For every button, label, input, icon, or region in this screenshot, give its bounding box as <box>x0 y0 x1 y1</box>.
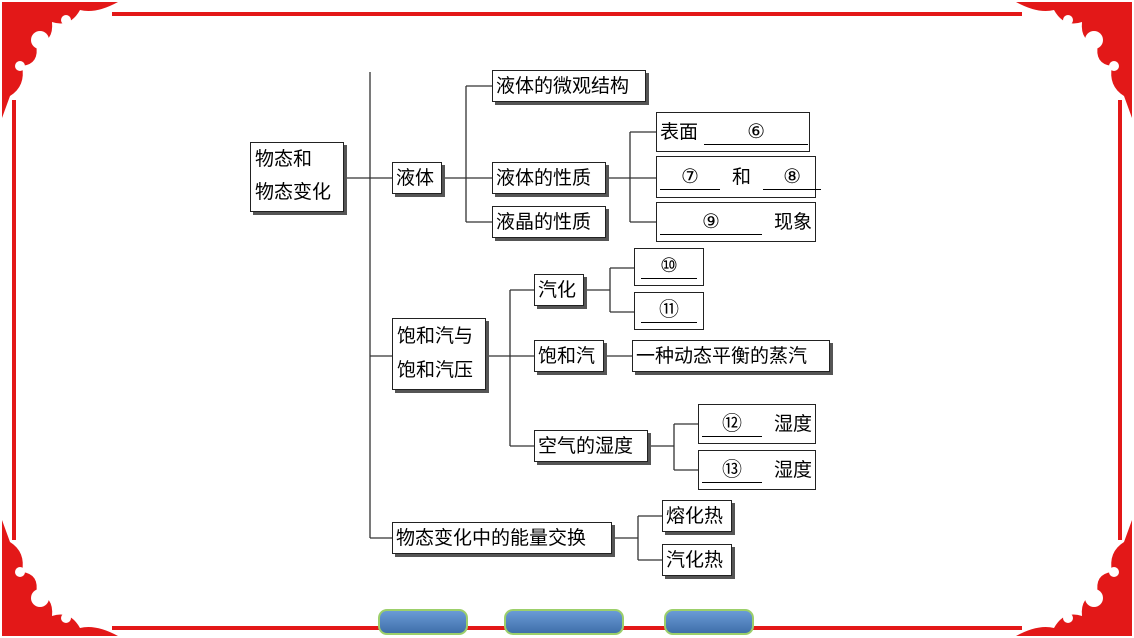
pair-joiner: 和 <box>732 166 752 188</box>
vaporize-kind-1-blank: ⑩ <box>641 252 697 279</box>
humidity-kind-2-blank: ⑬ <box>702 456 762 483</box>
humidity-node: 空气的湿度 <box>534 430 648 462</box>
vaporize-node: 汽化 <box>534 274 584 306</box>
surface-blank: ⑥ <box>704 118 809 145</box>
corner-ornament-top-left-icon <box>2 2 118 118</box>
root-line-2: 物态变化 <box>255 181 332 203</box>
vapor-line-1: 饱和汽与 <box>397 325 474 347</box>
liquid-label: 液体 <box>396 167 435 189</box>
nav-button-prev[interactable] <box>378 609 468 635</box>
energy-heat-1: 熔化热 <box>662 500 732 532</box>
liquid-property-label: 液体的性质 <box>496 167 592 189</box>
vapor-node: 饱和汽与 饱和汽压 <box>392 318 486 390</box>
humidity-label: 空气的湿度 <box>538 435 634 457</box>
phenomenon-blank: ⑨ <box>660 208 762 235</box>
surface-prefix: 表面 <box>660 121 699 143</box>
surface-node: 表面 ⑥ <box>656 112 810 152</box>
saturated-desc: 一种动态平衡的蒸汽 <box>636 345 808 367</box>
slide-frame <box>12 12 1122 630</box>
corner-ornament-bottom-right-icon <box>1016 520 1132 636</box>
saturated-label: 饱和汽 <box>538 345 596 367</box>
liquid-micro-node: 液体的微观结构 <box>492 70 646 102</box>
root-line-1: 物态和 <box>255 148 313 170</box>
vaporize-kind-1: ⑩ <box>634 248 704 286</box>
humidity-kind-1-blank: ⑫ <box>702 410 762 437</box>
pair-blank-1: ⑦ <box>660 163 720 190</box>
phenomenon-node: ⑨ 现象 <box>656 202 816 242</box>
liquid-property-node: 液体的性质 <box>492 162 606 194</box>
vaporize-label: 汽化 <box>538 279 577 301</box>
root-node: 物态和 物态变化 <box>250 142 344 212</box>
saturated-desc-node: 一种动态平衡的蒸汽 <box>632 340 830 372</box>
vapor-line-2: 饱和汽压 <box>397 359 474 381</box>
energy-heat-1-label: 熔化热 <box>666 505 724 527</box>
pair-blank-2: ⑧ <box>763 163 822 190</box>
connector-lines <box>344 72 698 561</box>
pair-node: ⑦ 和 ⑧ <box>656 156 822 198</box>
liquid-crystal-label: 液晶的性质 <box>496 211 592 233</box>
energy-heat-2: 汽化热 <box>662 544 732 576</box>
humidity-kind-1: ⑫ 湿度 <box>698 404 816 444</box>
vaporize-kind-2-blank: ⑪ <box>641 296 697 323</box>
nav-button-home[interactable] <box>504 609 624 635</box>
humidity-kind-1-suffix: 湿度 <box>774 413 813 435</box>
corner-ornament-bottom-left-icon <box>2 520 118 636</box>
liquid-crystal-node: 液晶的性质 <box>492 206 606 238</box>
liquid-node: 液体 <box>392 162 442 194</box>
humidity-kind-2: ⑬ 湿度 <box>698 450 816 490</box>
vaporize-kind-2: ⑪ <box>634 292 704 330</box>
saturated-node: 饱和汽 <box>534 340 604 372</box>
phenomenon-suffix: 现象 <box>774 211 813 233</box>
nav-button-next[interactable] <box>664 609 754 635</box>
energy-node: 物态变化中的能量交换 <box>392 522 612 554</box>
energy-heat-2-label: 汽化热 <box>666 549 724 571</box>
corner-ornament-top-right-icon <box>1016 2 1132 118</box>
energy-label: 物态变化中的能量交换 <box>396 527 587 549</box>
humidity-kind-2-suffix: 湿度 <box>774 459 813 481</box>
liquid-micro-label: 液体的微观结构 <box>496 75 630 97</box>
